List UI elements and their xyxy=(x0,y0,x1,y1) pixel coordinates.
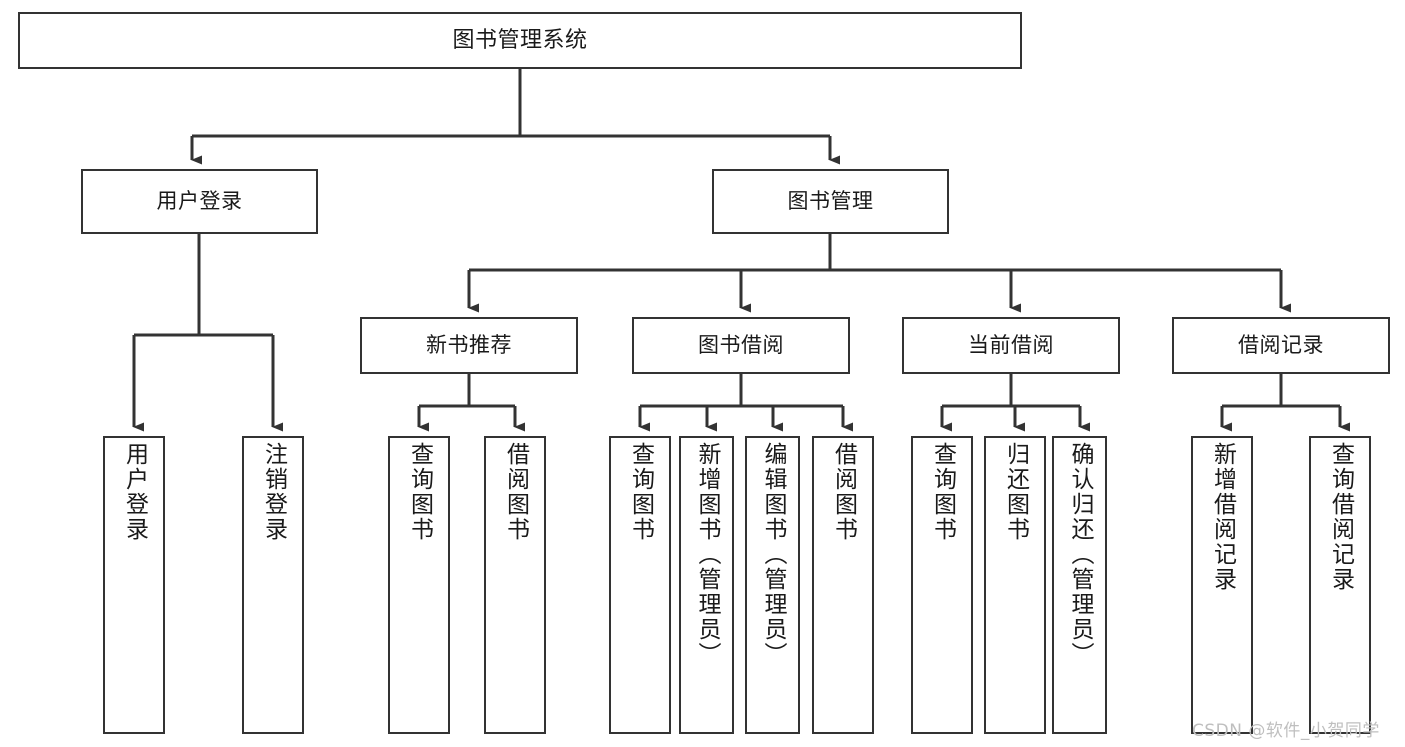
node-book-manage-label: 图书管理 xyxy=(787,189,874,214)
node-leaf-query-book-current-label: 查询图书 xyxy=(929,442,956,542)
node-leaf-user-logout-label: 注销登录 xyxy=(260,442,287,542)
node-root[interactable]: 图书管理系统 xyxy=(18,12,1022,69)
node-borrow-record[interactable]: 借阅记录 xyxy=(1172,317,1390,374)
node-leaf-confirm-return-label: 确认归还（管理员） xyxy=(1067,442,1093,667)
node-leaf-query-book-borrow[interactable]: 查询图书 xyxy=(609,436,671,734)
node-new-book-rec-label: 新书推荐 xyxy=(426,333,512,358)
node-leaf-add-book[interactable]: 新增图书（管理员） xyxy=(679,436,734,734)
node-leaf-borrow-book-rec[interactable]: 借阅图书 xyxy=(484,436,546,734)
node-new-book-rec[interactable]: 新书推荐 xyxy=(360,317,578,374)
node-leaf-query-book-rec-label: 查询图书 xyxy=(406,442,433,542)
node-user-login-label: 用户登录 xyxy=(156,189,243,214)
csdn-watermark: CSDN @软件_小贺同学 xyxy=(1192,721,1380,741)
node-current-borrow[interactable]: 当前借阅 xyxy=(902,317,1120,374)
node-leaf-query-book-rec[interactable]: 查询图书 xyxy=(388,436,450,734)
node-leaf-add-record[interactable]: 新增借阅记录 xyxy=(1191,436,1253,734)
node-book-borrow-label: 图书借阅 xyxy=(698,333,784,358)
node-leaf-confirm-return[interactable]: 确认归还（管理员） xyxy=(1052,436,1107,734)
node-leaf-user-logout[interactable]: 注销登录 xyxy=(242,436,304,734)
node-leaf-edit-book[interactable]: 编辑图书（管理员） xyxy=(745,436,800,734)
node-leaf-query-record-label: 查询借阅记录 xyxy=(1327,442,1354,592)
node-leaf-return-book-label: 归还图书 xyxy=(1002,442,1029,542)
node-leaf-user-login-label: 用户登录 xyxy=(121,442,148,542)
node-book-borrow[interactable]: 图书借阅 xyxy=(632,317,850,374)
node-book-manage[interactable]: 图书管理 xyxy=(712,169,949,234)
node-borrow-record-label: 借阅记录 xyxy=(1238,333,1324,358)
node-leaf-edit-book-label: 编辑图书（管理员） xyxy=(760,442,786,667)
node-leaf-borrow-book-rec-label: 借阅图书 xyxy=(502,442,529,542)
node-leaf-add-record-label: 新增借阅记录 xyxy=(1209,442,1236,592)
node-leaf-query-book-current[interactable]: 查询图书 xyxy=(911,436,973,734)
node-user-login[interactable]: 用户登录 xyxy=(81,169,318,234)
node-leaf-user-login[interactable]: 用户登录 xyxy=(103,436,165,734)
node-current-borrow-label: 当前借阅 xyxy=(968,333,1054,358)
node-leaf-add-book-label: 新增图书（管理员） xyxy=(694,442,720,667)
node-leaf-query-book-borrow-label: 查询图书 xyxy=(627,442,654,542)
node-leaf-borrow-book-label: 借阅图书 xyxy=(830,442,857,542)
node-root-label: 图书管理系统 xyxy=(452,27,588,53)
node-leaf-query-record[interactable]: 查询借阅记录 xyxy=(1309,436,1371,734)
node-leaf-return-book[interactable]: 归还图书 xyxy=(984,436,1046,734)
node-leaf-borrow-book[interactable]: 借阅图书 xyxy=(812,436,874,734)
